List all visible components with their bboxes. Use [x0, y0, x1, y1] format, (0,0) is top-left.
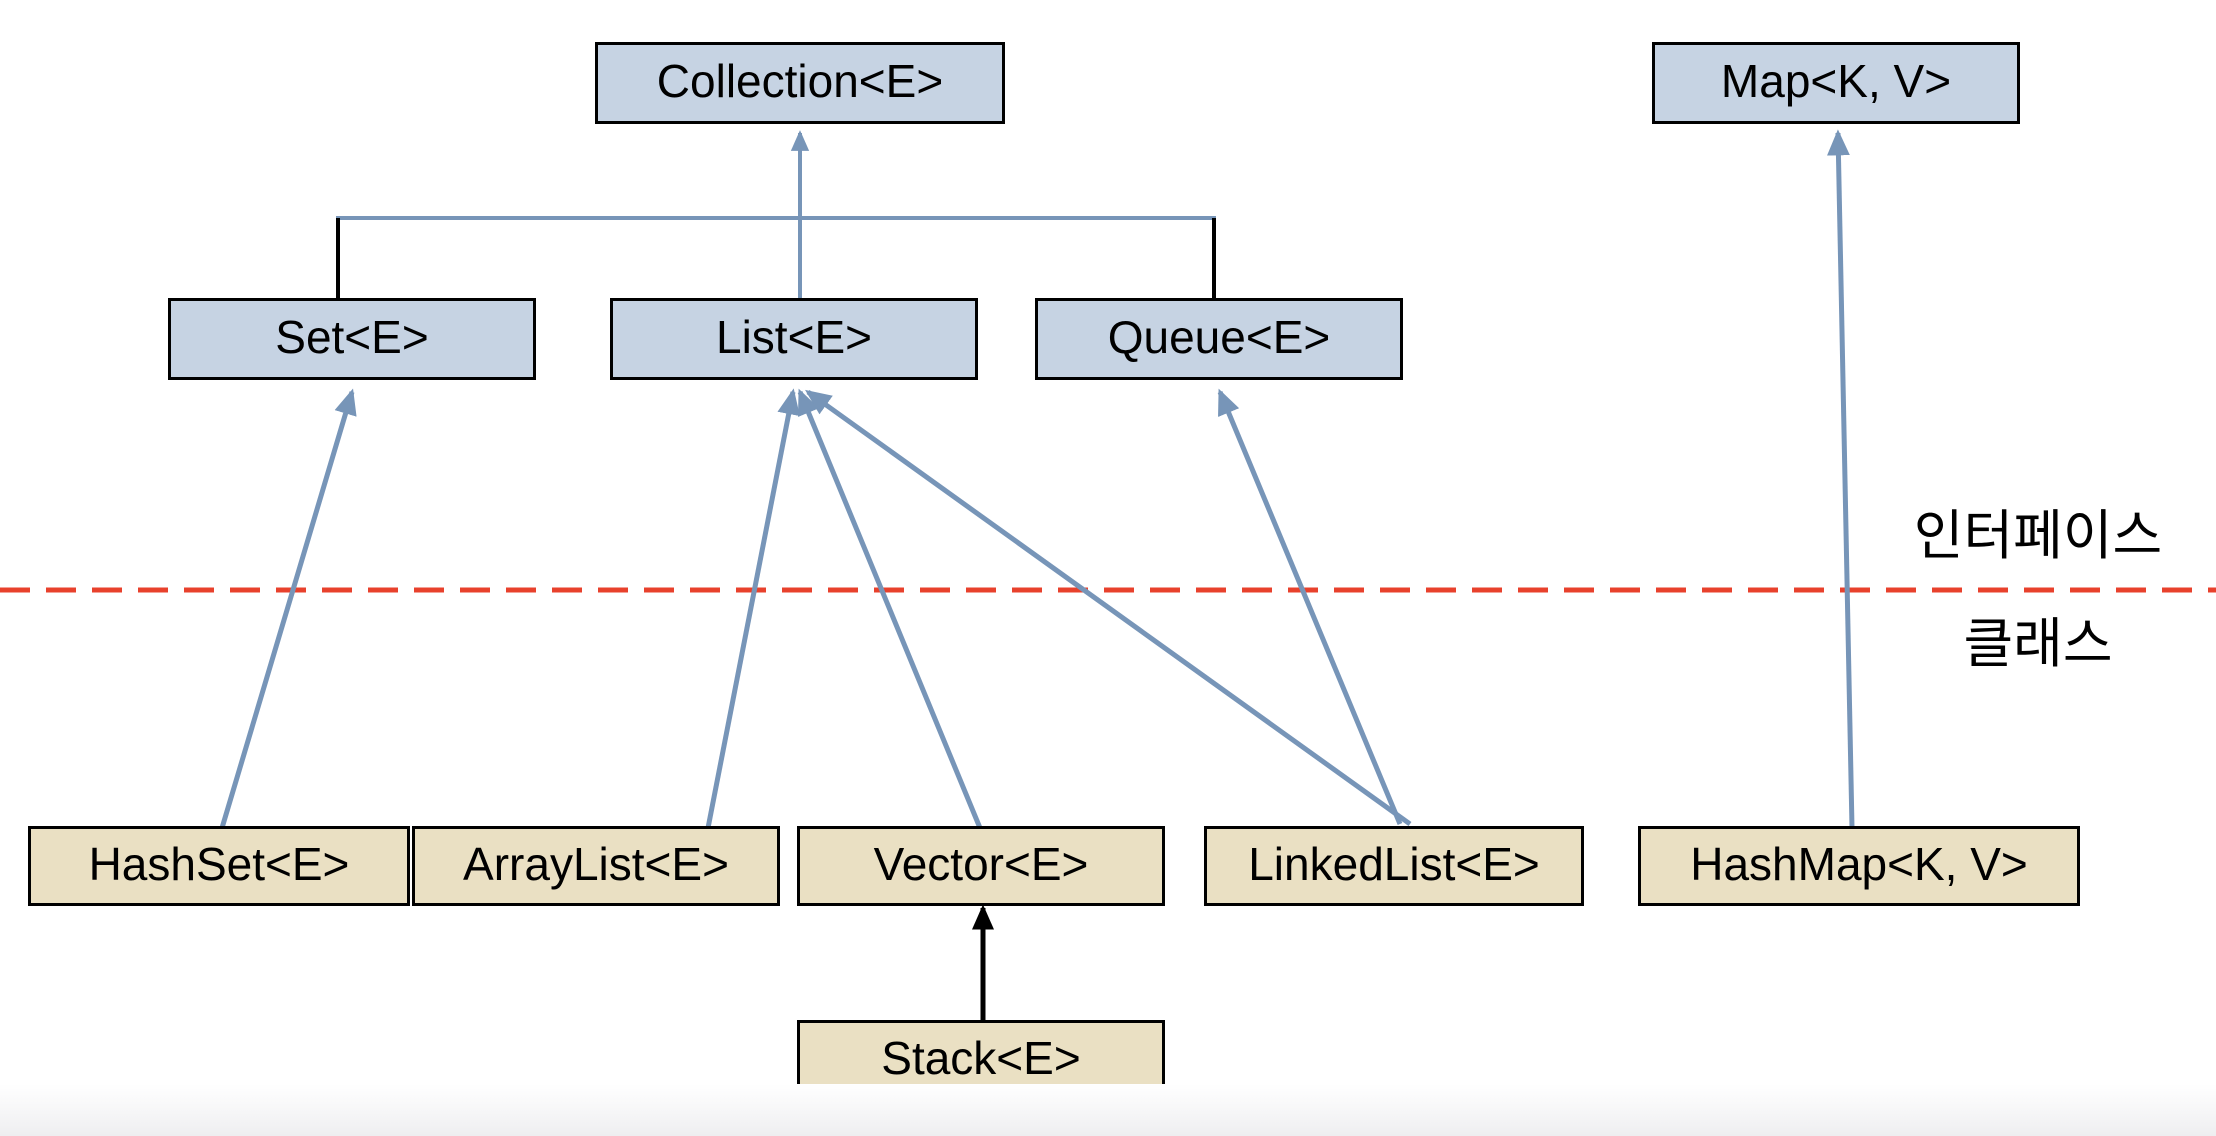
node-linkedlist-label: LinkedList<E>	[1248, 838, 1540, 890]
legend-class-label: 클래스	[1963, 612, 2113, 675]
node-map[interactable]: Map<K, V>	[1652, 42, 2020, 124]
bottom-gradient-strip	[0, 1084, 2216, 1136]
node-linkedlist[interactable]: LinkedList<E>	[1204, 826, 1584, 906]
node-set[interactable]: Set<E>	[168, 298, 536, 380]
edge-linkedlist-to-list	[805, 389, 1412, 827]
edge-arraylist-to-list	[705, 388, 800, 829]
edge-hashset-to-set	[219, 388, 357, 829]
node-hashset-label: HashSet<E>	[88, 838, 350, 890]
node-list[interactable]: List<E>	[610, 298, 978, 380]
node-hashset[interactable]: HashSet<E>	[28, 826, 410, 906]
node-queue[interactable]: Queue<E>	[1035, 298, 1403, 380]
node-collection-label: Collection<E>	[656, 55, 944, 107]
node-vector[interactable]: Vector<E>	[797, 826, 1165, 906]
legend-interface-label: 인터페이스	[1913, 504, 2163, 567]
edge-linkedlist-to-queue	[1217, 388, 1403, 825]
node-list-label: List<E>	[716, 311, 872, 363]
node-set-label: Set<E>	[275, 311, 429, 363]
node-vector-label: Vector<E>	[873, 838, 1089, 890]
node-arraylist[interactable]: ArrayList<E>	[412, 826, 780, 906]
node-map-label: Map<K, V>	[1720, 55, 1952, 107]
edge-hashmap-to-map	[1827, 129, 1855, 829]
node-stack-label: Stack<E>	[881, 1032, 1081, 1084]
node-arraylist-label: ArrayList<E>	[463, 838, 729, 890]
edge-vector-to-list	[797, 388, 983, 829]
node-hashmap-label: HashMap<K, V>	[1690, 838, 2028, 890]
node-queue-label: Queue<E>	[1107, 311, 1331, 363]
node-collection[interactable]: Collection<E>	[595, 42, 1005, 124]
node-hashmap[interactable]: HashMap<K, V>	[1638, 826, 2080, 906]
